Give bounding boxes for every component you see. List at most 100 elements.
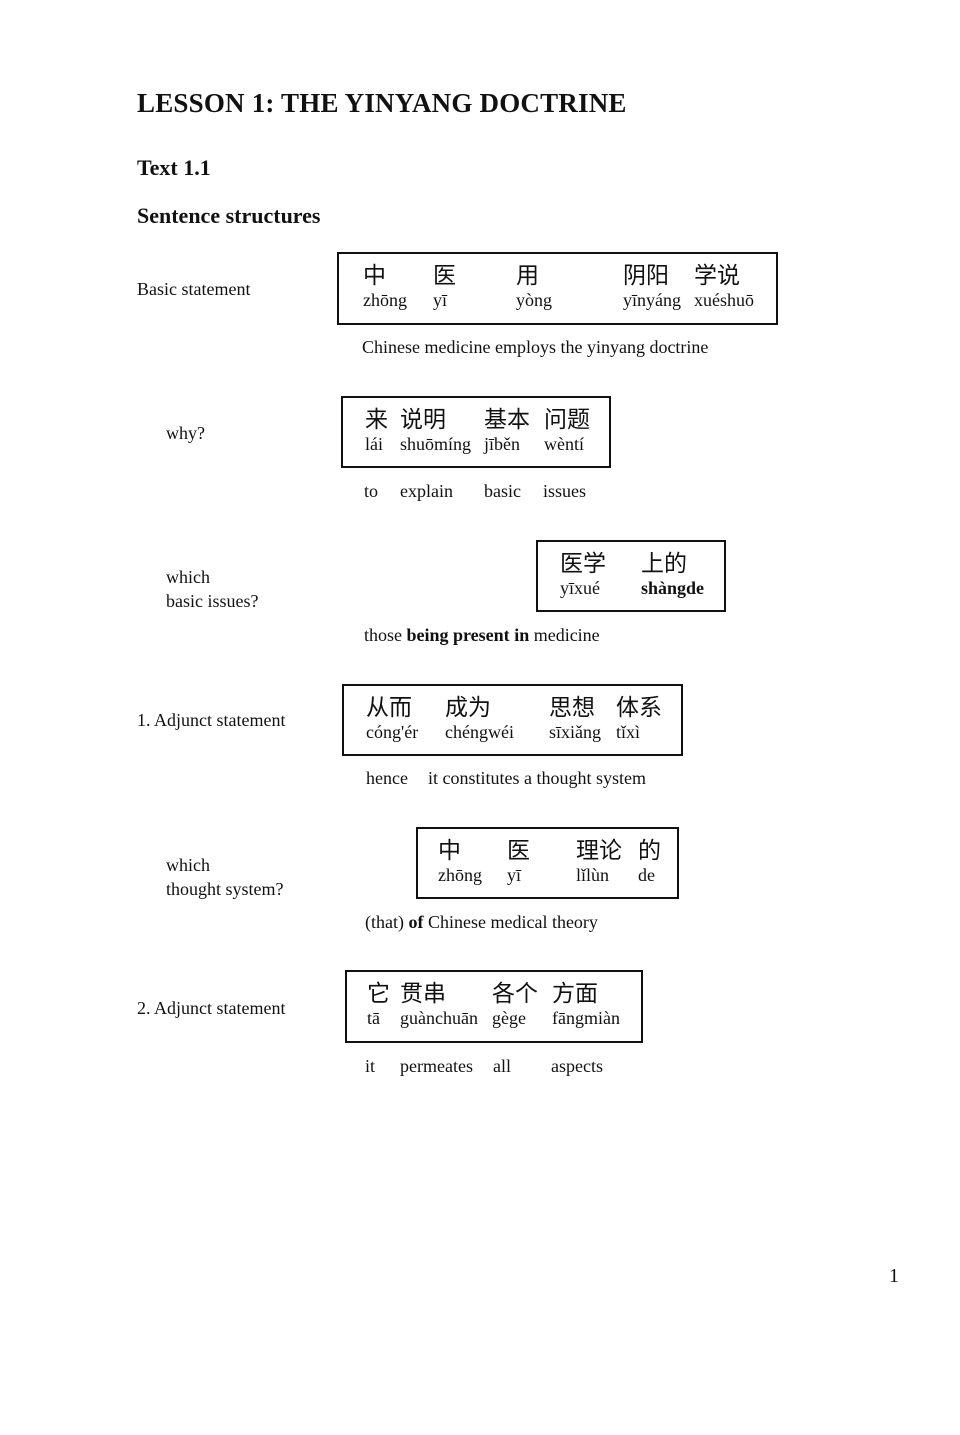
pinyin: de: [638, 865, 655, 885]
translation-emphasis: in: [514, 625, 530, 645]
hanzi: 医学: [560, 551, 606, 577]
pinyin: lǐlùn: [576, 865, 610, 885]
translation: those being present in medicine: [364, 625, 600, 646]
translation-word: to: [364, 481, 379, 501]
pinyin: shàngde: [641, 578, 705, 598]
hanzi: 中: [363, 263, 386, 289]
pinyin: guànchuān: [400, 1008, 478, 1028]
pinyin: yīxué: [560, 578, 600, 598]
text-heading: Text 1.1: [137, 155, 211, 180]
translation: (that) of Chinese medical theory: [365, 912, 598, 933]
block-label: thought system?: [166, 879, 284, 899]
pinyin: zhōng: [438, 865, 482, 885]
pinyin: chéngwéi: [445, 722, 514, 742]
pinyin: zhōng: [363, 290, 407, 310]
translation-word: all: [493, 1056, 511, 1076]
translation-word: issues: [543, 481, 587, 501]
hanzi: 阴阳: [623, 263, 669, 289]
translation-part: Chinese medical theory: [423, 912, 598, 932]
block-label: basic issues?: [166, 591, 259, 611]
translation-word: explain: [400, 481, 453, 501]
hanzi: 成为: [445, 695, 491, 721]
pinyin: cóng'ér: [366, 722, 419, 742]
hanzi: 基本: [484, 407, 530, 433]
translation-word: it: [365, 1056, 376, 1076]
pinyin: yī: [433, 290, 448, 310]
page-number: 1: [889, 1265, 899, 1287]
block-label: which: [166, 567, 210, 587]
pinyin: tā: [367, 1008, 380, 1028]
block-label: why?: [166, 423, 205, 443]
translation-emphasis: being present: [406, 625, 510, 645]
pinyin: wèntí: [544, 434, 584, 454]
block-label: 1. Adjunct statement: [137, 710, 286, 730]
translation-word: aspects: [551, 1056, 603, 1076]
translation: Chinese medicine employs the yinyang doc…: [362, 337, 709, 357]
pinyin: yīnyáng: [623, 290, 681, 310]
hanzi: 用: [516, 263, 539, 289]
block-label: Basic statement: [137, 279, 251, 299]
translation-part: those: [364, 625, 407, 645]
hanzi: 说明: [400, 407, 446, 433]
pinyin: lái: [365, 434, 383, 454]
translation-word: permeates: [400, 1056, 473, 1076]
translation-part: (that): [365, 912, 409, 932]
translation-word: hence: [366, 768, 408, 788]
pinyin: gège: [492, 1008, 526, 1028]
pinyin: tǐxì: [616, 722, 641, 742]
pinyin: yī: [507, 865, 522, 885]
hanzi: 从而: [366, 695, 412, 721]
page-title: LESSON 1: THE YINYANG DOCTRINE: [137, 88, 627, 118]
hanzi: 学说: [694, 263, 740, 289]
hanzi: 方面: [552, 981, 598, 1007]
hanzi: 的: [638, 838, 661, 864]
hanzi: 来: [365, 407, 388, 433]
block-label: 2. Adjunct statement: [137, 998, 286, 1018]
hanzi: 理论: [576, 838, 622, 864]
translation-emphasis: of: [408, 912, 424, 932]
hanzi: 各个: [492, 981, 538, 1007]
pinyin: shuōmíng: [400, 434, 472, 454]
pinyin: fāngmiàn: [552, 1008, 620, 1028]
pinyin: jīběn: [484, 434, 520, 454]
translation-word: it constitutes a thought system: [428, 768, 646, 788]
hanzi: 贯串: [400, 981, 446, 1007]
hanzi: 思想: [549, 695, 595, 721]
hanzi: 它: [367, 981, 390, 1007]
pinyin: yòng: [516, 290, 552, 310]
pinyin: sīxiǎng: [549, 722, 601, 742]
section-heading: Sentence structures: [137, 203, 321, 228]
hanzi: 上的: [641, 551, 687, 577]
pinyin: xuéshuō: [694, 290, 754, 310]
hanzi: 体系: [616, 695, 662, 721]
hanzi: 医: [507, 838, 530, 864]
block-label: which: [166, 855, 210, 875]
hanzi: 中: [438, 838, 461, 864]
